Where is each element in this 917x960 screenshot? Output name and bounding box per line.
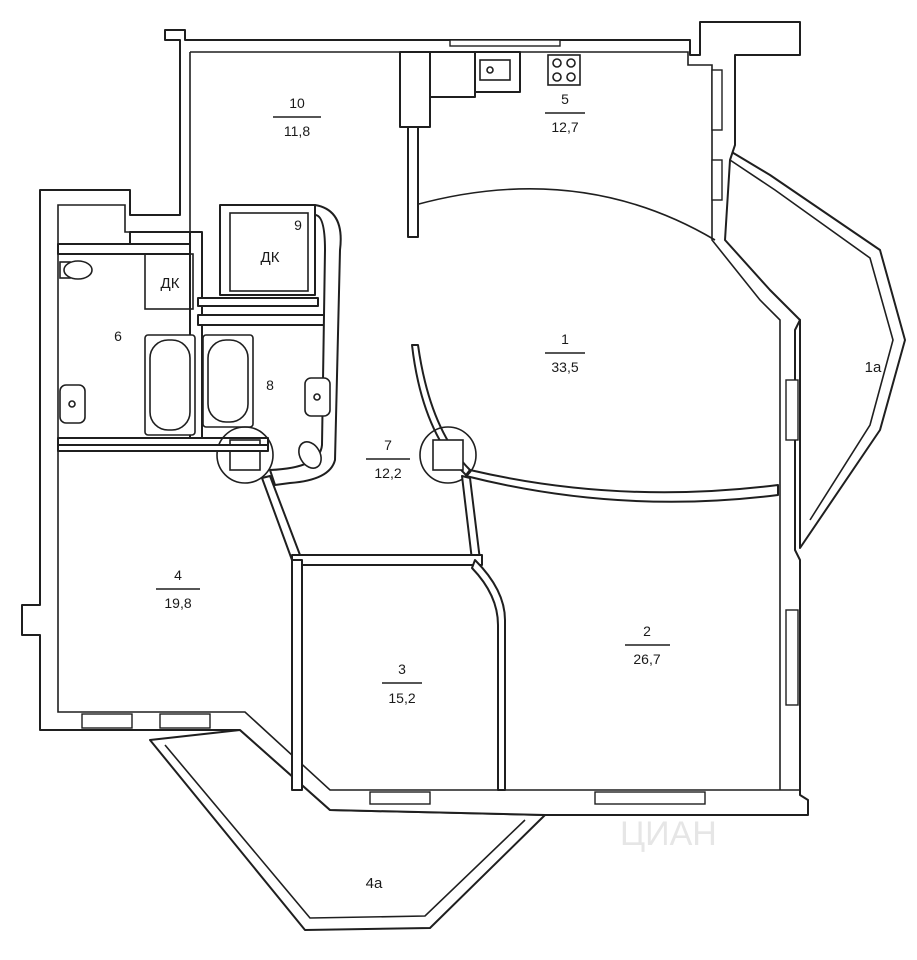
closet-label-6: ДК	[161, 275, 180, 292]
room-number: 4	[174, 567, 182, 583]
bath-block	[57, 204, 477, 486]
room-number: 9	[294, 217, 302, 233]
curved-partition	[411, 188, 779, 503]
room-area: 15,2	[388, 690, 415, 706]
windows	[81, 69, 799, 805]
room-label-7: 7 12,2	[366, 437, 410, 481]
room-label-9: 9	[294, 217, 302, 233]
room-label-10: 10 11,8	[273, 95, 321, 139]
room-number: 6	[114, 328, 122, 344]
room-label-8: 8	[266, 377, 274, 393]
balcony-label-1a: 1а	[865, 359, 882, 376]
room-label-4: 4 19,8	[156, 567, 200, 611]
room-label-5: 5 12,7	[545, 91, 585, 135]
room-number: 3	[398, 661, 406, 677]
outer-walls	[21, 21, 809, 816]
room-label-2: 2 26,7	[625, 623, 670, 667]
room-area: 26,7	[633, 651, 660, 667]
room-area: 12,2	[374, 465, 401, 481]
kitchen-partition	[399, 39, 581, 238]
room-label-1: 1 33,5	[545, 331, 585, 375]
room-number: 5	[561, 91, 569, 107]
watermark: ЦИАН	[620, 815, 717, 853]
room-label-6: 6	[114, 328, 122, 344]
balcony-label-4a: 4а	[366, 875, 383, 892]
room-number: 7	[384, 437, 392, 453]
closet-label-9: ДК	[261, 249, 280, 266]
room-number: 1	[561, 331, 569, 347]
room-number: 10	[289, 95, 305, 111]
room-number: 2	[643, 623, 651, 639]
room-area: 11,8	[284, 123, 310, 139]
room-area: 19,8	[164, 595, 191, 611]
room-label-3: 3 15,2	[382, 661, 422, 706]
room-number: 8	[266, 377, 274, 393]
inner-walls	[57, 444, 506, 791]
room-area: 33,5	[551, 359, 578, 375]
room-area: 12,7	[551, 119, 578, 135]
